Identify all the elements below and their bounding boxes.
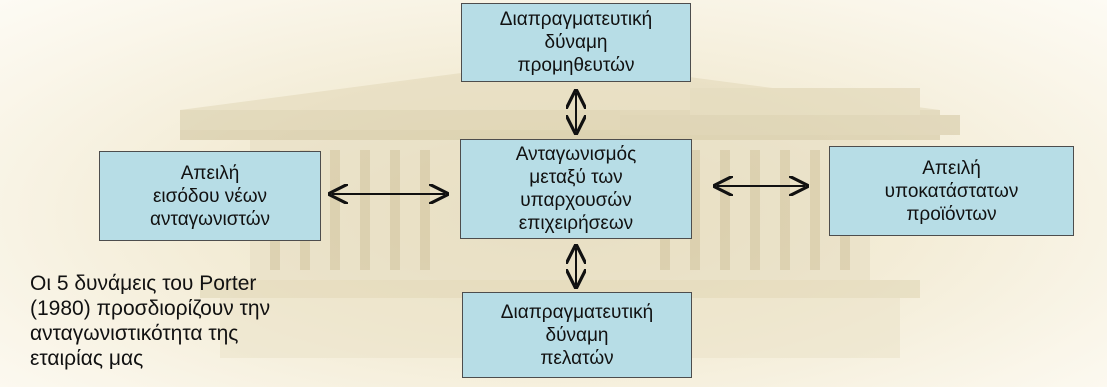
substitutes-box: Απειλή υποκατάστατων προϊόντων (829, 146, 1074, 236)
rivalry-box: Ανταγωνισμός μεταξύ των υπαρχουσών επιχε… (460, 139, 692, 239)
suppliers-box: Διαπραγματευτική δύναμη προμηθευτών (461, 3, 691, 82)
new-entrants-box: Απειλή εισόδου νέων ανταγωνιστών (99, 151, 321, 241)
buyers-box: Διαπραγματευτική δύναμη πελατών (462, 292, 692, 378)
porter-caption: Οι 5 δυνάμεις του Porter (1980) προσδιορ… (30, 272, 271, 370)
